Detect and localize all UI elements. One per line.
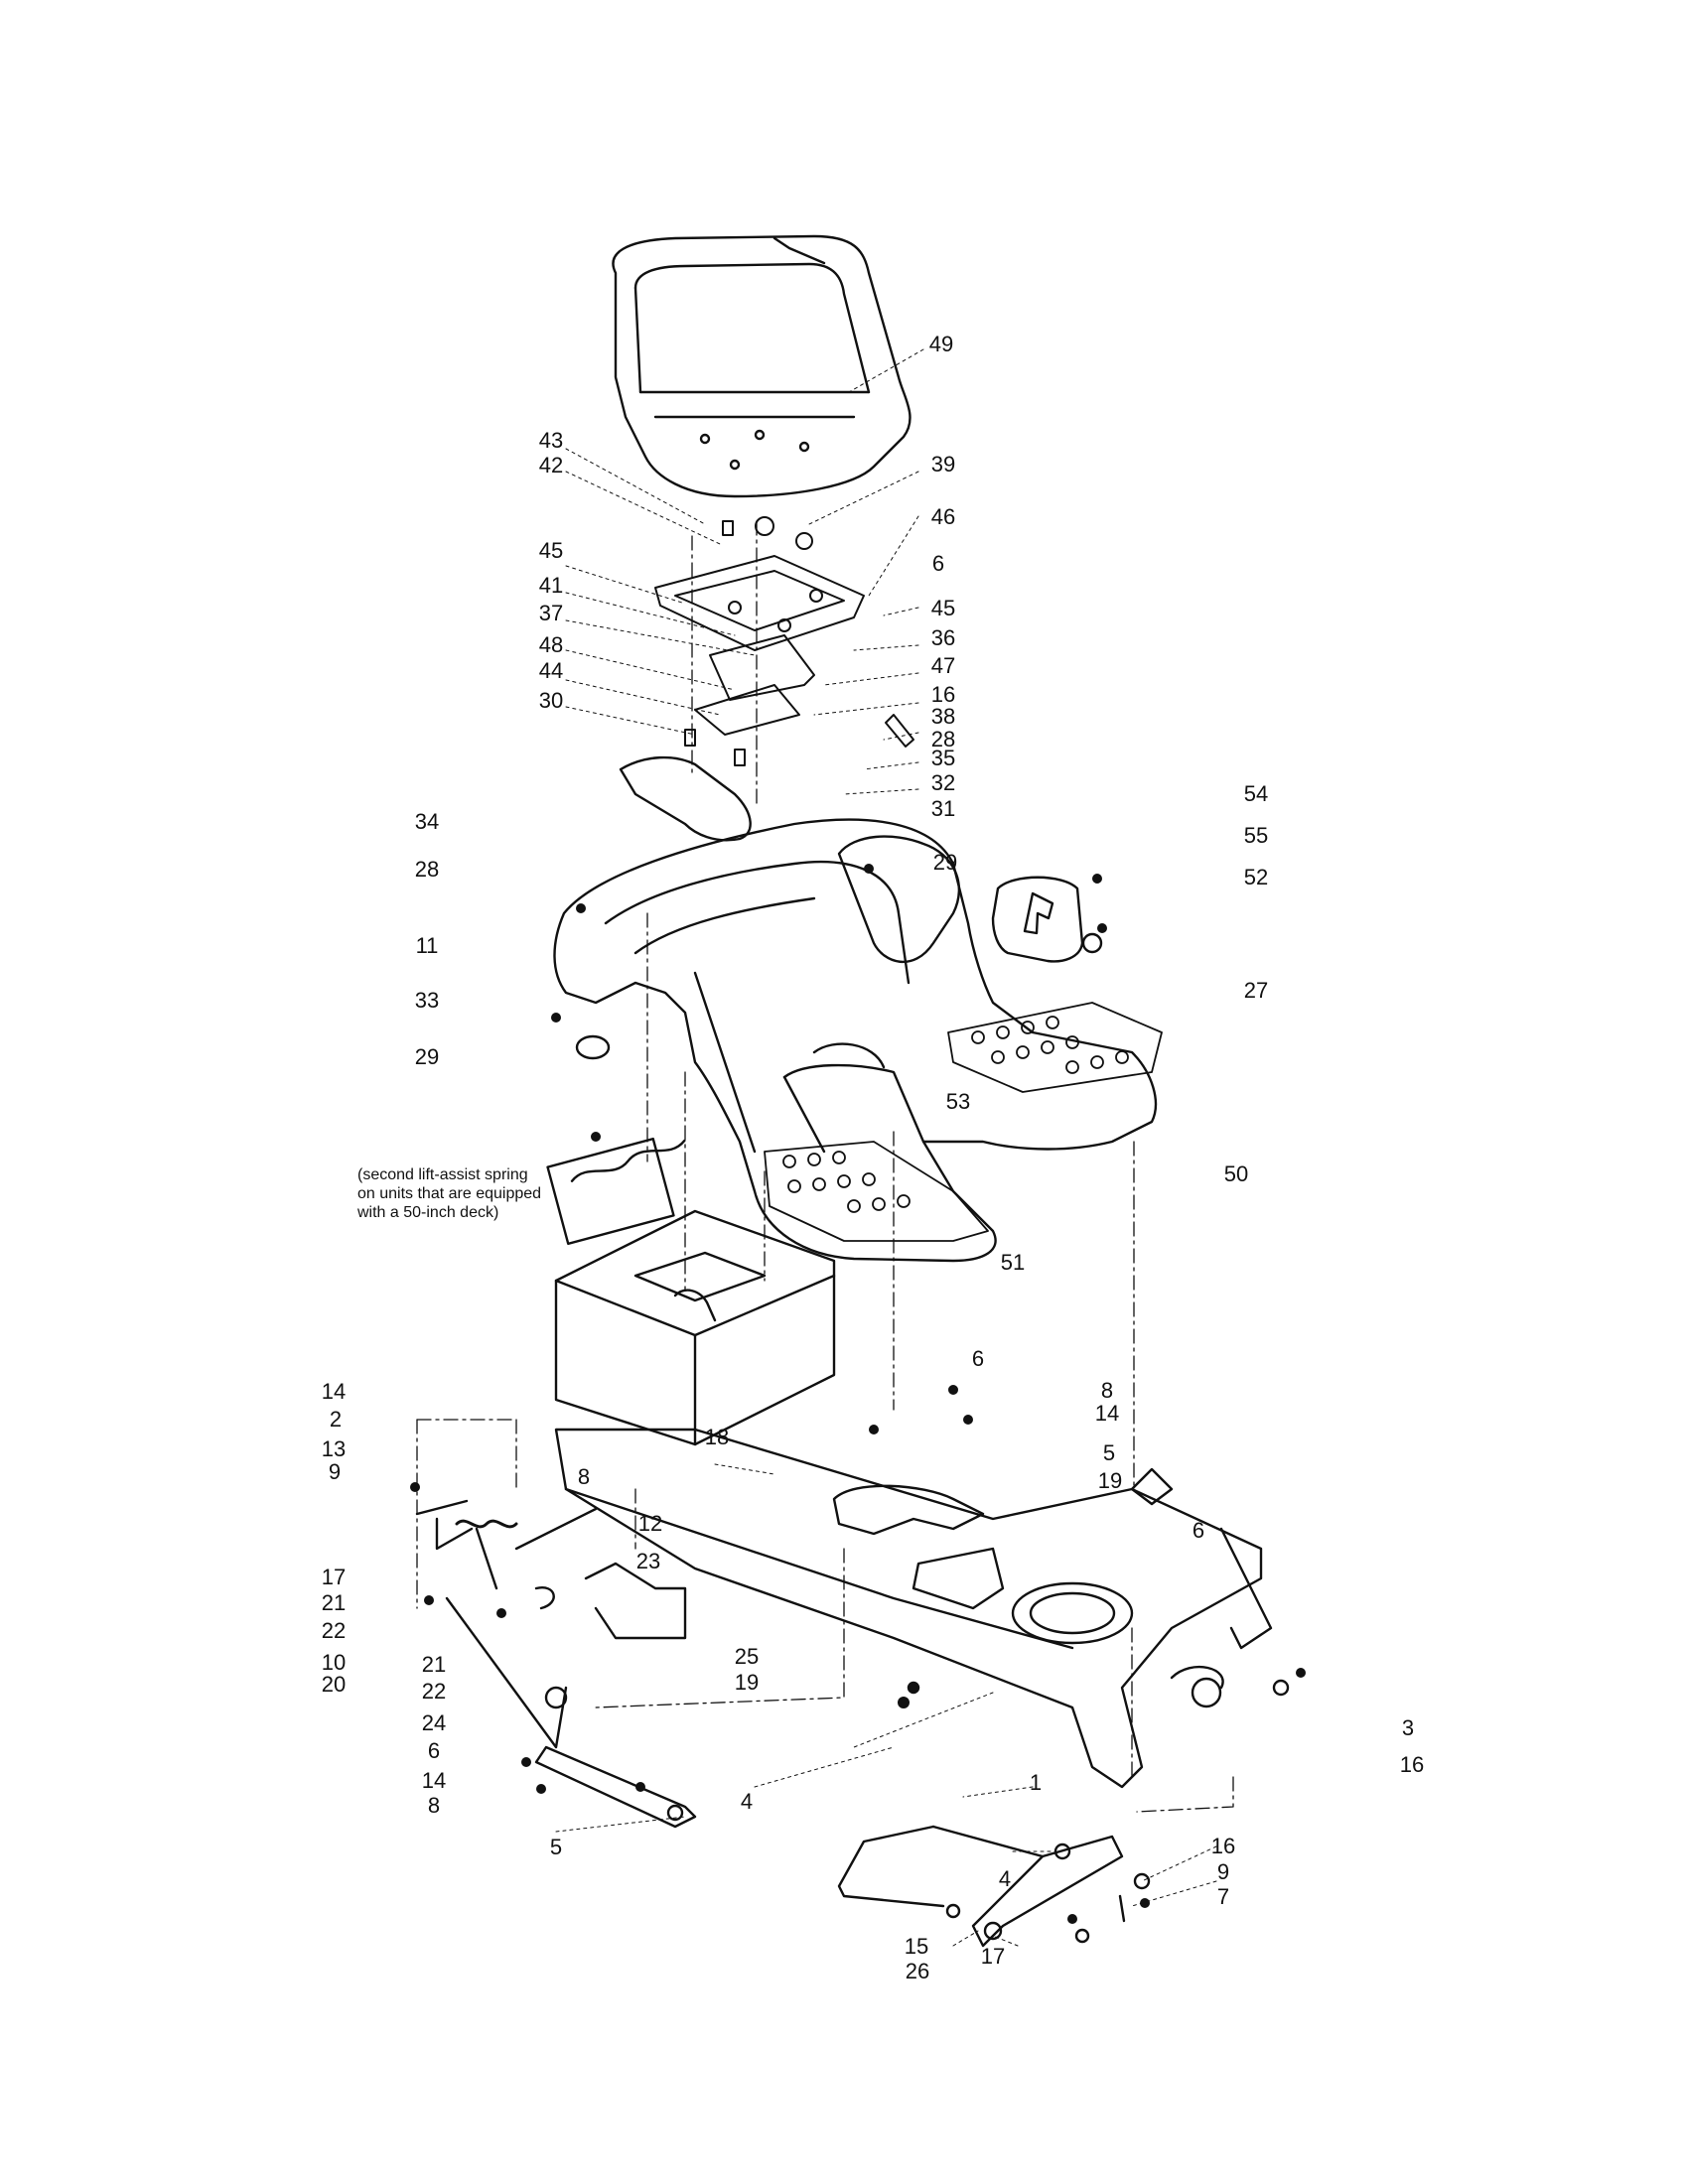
callout-6-upper: 6 — [931, 551, 945, 576]
callout-3: 3 — [1401, 1715, 1415, 1740]
callout-41: 41 — [538, 573, 564, 598]
callout-44: 44 — [538, 658, 564, 683]
callout-46: 46 — [930, 504, 956, 529]
callout-31: 31 — [930, 796, 956, 821]
callout-10: 10 — [321, 1650, 347, 1675]
callout-16-lower: 16 — [1210, 1834, 1236, 1858]
callout-39: 39 — [930, 452, 956, 477]
callout-5-lower: 5 — [549, 1835, 563, 1859]
callout-5-right: 5 — [1102, 1440, 1116, 1465]
callout-49: 49 — [928, 332, 954, 356]
callout-28-upper: 28 — [930, 727, 956, 751]
callout-22-left: 22 — [321, 1618, 347, 1643]
callout-17-lower: 17 — [980, 1944, 1006, 1969]
footrest-right — [947, 1002, 1163, 1093]
callout-30: 30 — [538, 688, 564, 713]
callout-26: 26 — [905, 1959, 930, 1983]
callout-19-mid: 19 — [734, 1670, 760, 1695]
note-line-3: with a 50-inch deck) — [357, 1204, 499, 1221]
callout-4-mid: 4 — [740, 1789, 754, 1814]
hardware-fasteners — [410, 864, 1306, 1924]
callout-15: 15 — [904, 1934, 929, 1959]
callout-1: 1 — [1029, 1770, 1043, 1795]
callout-29-upper: 29 — [932, 850, 958, 875]
callout-16-right: 16 — [1399, 1752, 1425, 1777]
callout-53: 53 — [945, 1089, 971, 1114]
note-line-2: on units that are equipped — [357, 1185, 542, 1202]
assembly-centerlines — [416, 520, 1234, 1813]
callout-7: 7 — [1216, 1884, 1230, 1909]
callout-19-right: 19 — [1097, 1468, 1123, 1493]
callout-42: 42 — [538, 453, 564, 478]
callout-6-frame: 6 — [971, 1346, 985, 1371]
callout-45-left: 45 — [538, 538, 564, 563]
callout-43: 43 — [538, 428, 564, 453]
callout-51: 51 — [1000, 1250, 1026, 1275]
callout-55: 55 — [1243, 823, 1269, 848]
callout-33: 33 — [414, 988, 440, 1013]
callout-14-lower: 14 — [421, 1768, 447, 1793]
callout-50: 50 — [1223, 1161, 1249, 1186]
callout-37: 37 — [538, 601, 564, 625]
callout-23: 23 — [635, 1549, 661, 1573]
callout-9-right: 9 — [1216, 1859, 1230, 1884]
callout-11: 11 — [415, 933, 439, 958]
footrest-left — [764, 1141, 989, 1242]
seat-pan-bracket — [654, 516, 914, 766]
callout-38: 38 — [930, 704, 956, 729]
axle-bracket — [837, 1681, 1151, 1948]
callout-34: 34 — [414, 809, 440, 834]
callout-36: 36 — [930, 625, 956, 650]
callout-29-left: 29 — [414, 1044, 440, 1069]
callout-27: 27 — [1243, 978, 1269, 1003]
lift-linkage — [415, 1499, 697, 1829]
callout-17-left: 17 — [321, 1565, 347, 1589]
callout-54: 54 — [1243, 781, 1269, 806]
callout-14-left-a: 14 — [321, 1379, 347, 1404]
callout-35: 35 — [930, 746, 956, 770]
callout-45-right: 45 — [930, 596, 956, 620]
callout-16-upper: 16 — [930, 682, 956, 707]
callout-18: 18 — [704, 1425, 730, 1449]
callout-28-left: 28 — [414, 857, 440, 882]
callout-leaders — [555, 348, 1217, 1947]
callout-8-left: 8 — [577, 1464, 591, 1489]
callout-4-lower: 4 — [998, 1866, 1012, 1891]
callout-25: 25 — [734, 1644, 760, 1669]
callout-21-left: 21 — [321, 1590, 347, 1615]
callout-13: 13 — [321, 1436, 347, 1461]
fender-body — [546, 755, 1163, 1263]
callout-47: 47 — [930, 653, 956, 678]
seat-part — [612, 234, 912, 498]
callout-48: 48 — [538, 632, 564, 657]
callout-8-lower: 8 — [427, 1793, 441, 1818]
callout-12: 12 — [637, 1511, 663, 1536]
callout-9-left: 9 — [328, 1459, 342, 1484]
callout-2: 2 — [329, 1407, 343, 1432]
callout-6-lower: 6 — [427, 1738, 441, 1763]
lift-assist-spring-note: (second lift-assist spring on units that… — [357, 1165, 586, 1222]
callout-22-mid: 22 — [421, 1679, 447, 1704]
callout-21-mid: 21 — [421, 1652, 447, 1677]
callout-32: 32 — [930, 770, 956, 795]
note-line-1: (second lift-assist spring — [357, 1166, 528, 1183]
callout-52: 52 — [1243, 865, 1269, 889]
callout-24: 24 — [421, 1710, 447, 1735]
callout-14-right: 14 — [1094, 1401, 1120, 1426]
callout-8-right: 8 — [1100, 1378, 1114, 1403]
callout-6-right: 6 — [1192, 1518, 1205, 1543]
callout-20: 20 — [321, 1672, 347, 1697]
frame-chassis — [554, 1209, 1290, 1789]
